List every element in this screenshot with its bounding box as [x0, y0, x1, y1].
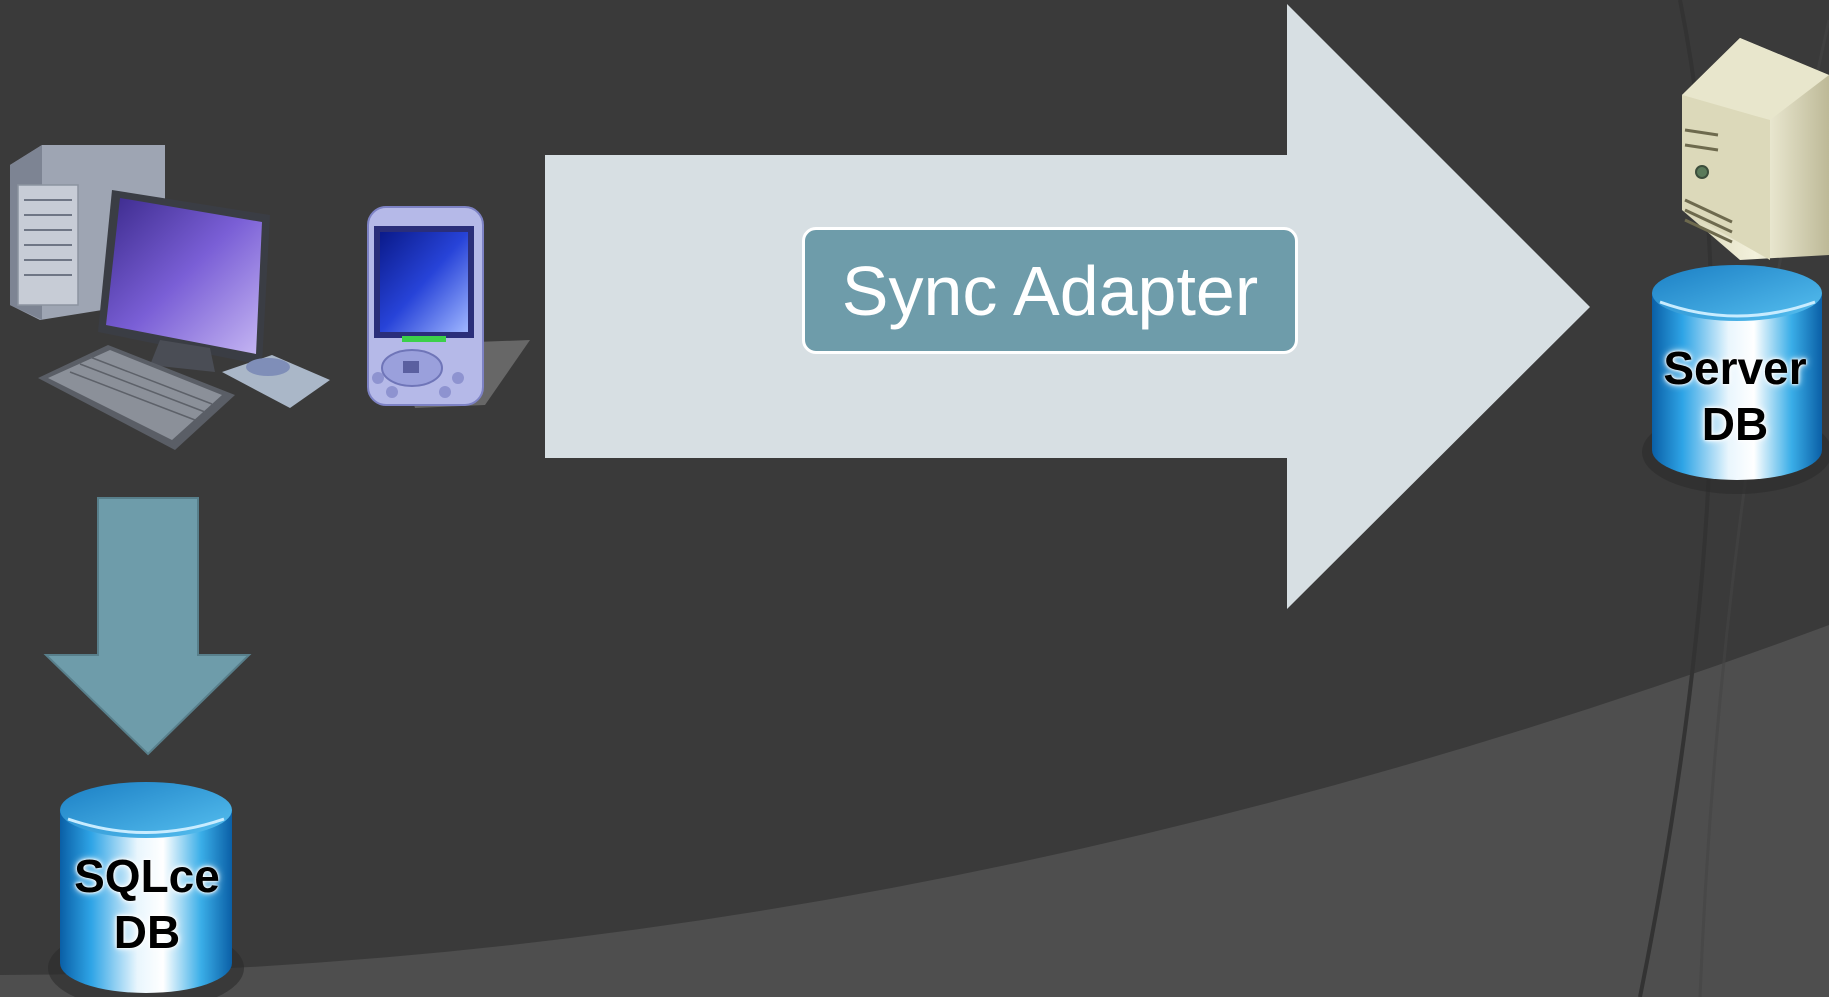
down-arrow	[43, 497, 252, 756]
server-tower-icon	[1682, 38, 1829, 260]
server-db-label-line1: Server	[1663, 342, 1807, 394]
sqlce-db-label-line2: DB	[113, 906, 181, 958]
sqlce-db-label: SQLce DB	[52, 848, 242, 960]
sqlce-db-label-line1: SQLce	[74, 850, 220, 902]
sqlce-db-icon	[48, 782, 244, 997]
background-swoosh	[0, 625, 1829, 997]
sync-adapter-label: Sync Adapter	[802, 227, 1298, 354]
server-db-label-line2: DB	[1701, 398, 1769, 450]
server-db-label: Server DB	[1650, 340, 1820, 452]
desktop-computer-icon	[10, 145, 330, 450]
pda-icon	[367, 206, 530, 408]
server-db-icon	[1642, 265, 1829, 494]
